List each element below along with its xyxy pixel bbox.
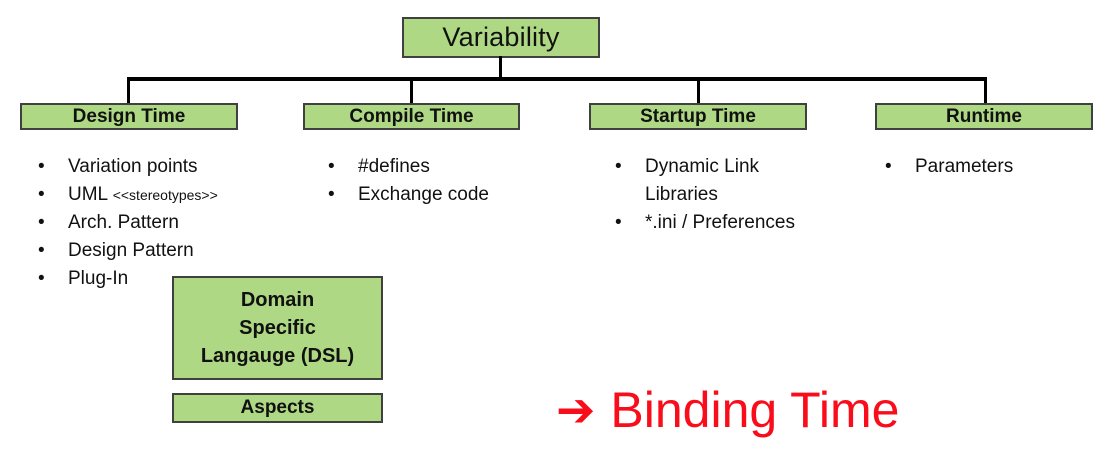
list-item: • Exchange code <box>328 181 548 209</box>
binding-time-caption: ➔ Binding Time <box>556 381 899 439</box>
list-item-text: Variation points <box>68 156 198 177</box>
node-startup-time: Startup Time <box>589 103 807 130</box>
bullet-icon: • <box>38 268 45 289</box>
node-dsl-label: Domain Specific Langauge (DSL) <box>200 289 355 367</box>
node-compile-time-label: Compile Time <box>349 105 474 127</box>
node-design-time-label: Design Time <box>72 105 186 127</box>
list-item-text: Dynamic Link Libraries <box>645 156 760 205</box>
list-item-text: *.ini / Preferences <box>645 212 795 233</box>
list-item-text: Exchange code <box>358 184 489 205</box>
bullet-icon: • <box>38 212 45 233</box>
node-dsl: Domain Specific Langauge (DSL) <box>172 276 383 380</box>
bullet-icon: • <box>615 156 622 177</box>
bullet-icon: • <box>38 184 45 205</box>
node-startup-time-label: Startup Time <box>640 105 756 127</box>
list-item: • Parameters <box>885 153 1095 181</box>
list-item: • *.ini / Preferences <box>615 209 845 237</box>
list-item: • Dynamic Link Libraries <box>615 153 845 209</box>
bullet-icon: • <box>328 184 335 205</box>
bullet-icon: • <box>328 156 335 177</box>
bullet-icon: • <box>38 240 45 261</box>
list-item: • Variation points <box>38 153 318 181</box>
right-arrow-icon: ➔ <box>556 382 596 438</box>
connector-stub-compile-time <box>410 77 413 103</box>
bullet-icon: • <box>38 156 45 177</box>
node-variability-label: Variability <box>442 22 560 52</box>
connector-stub-runtime <box>984 77 987 103</box>
startup-time-list: • Dynamic Link Libraries • *.ini / Prefe… <box>615 153 845 237</box>
list-item: • Design Pattern <box>38 237 318 265</box>
connector-stub-startup-time <box>697 77 700 103</box>
bullet-icon: • <box>885 156 892 177</box>
compile-time-list: • #defines • Exchange code <box>328 153 548 209</box>
node-compile-time: Compile Time <box>303 103 520 130</box>
node-aspects: Aspects <box>172 393 383 423</box>
binding-time-label: Binding Time <box>610 382 900 438</box>
runtime-list: • Parameters <box>885 153 1095 181</box>
connector-stub-design-time <box>127 77 130 103</box>
node-variability: Variability <box>402 17 600 58</box>
node-runtime: Runtime <box>875 103 1093 130</box>
list-item: • #defines <box>328 153 548 181</box>
list-item-text: Design Pattern <box>68 240 194 261</box>
list-item-text: Arch. Pattern <box>68 212 179 233</box>
list-item-text: #defines <box>358 156 430 177</box>
connector-horizontal <box>127 77 987 81</box>
list-item: • Plug-In <box>38 265 318 293</box>
node-aspects-label: Aspects <box>240 397 315 418</box>
list-item-text: UML <<stereotypes>> <box>68 184 218 205</box>
bullet-icon: • <box>615 212 622 233</box>
node-design-time: Design Time <box>20 103 238 130</box>
node-runtime-label: Runtime <box>946 105 1022 127</box>
list-item: • UML <<stereotypes>> <box>38 181 318 209</box>
design-time-list: • Variation points • UML <<stereotypes>>… <box>38 153 318 293</box>
connector-root-stub <box>499 56 502 79</box>
list-item: • Arch. Pattern <box>38 209 318 237</box>
list-item-text: Plug-In <box>68 268 129 289</box>
list-item-text: Parameters <box>915 156 1014 177</box>
